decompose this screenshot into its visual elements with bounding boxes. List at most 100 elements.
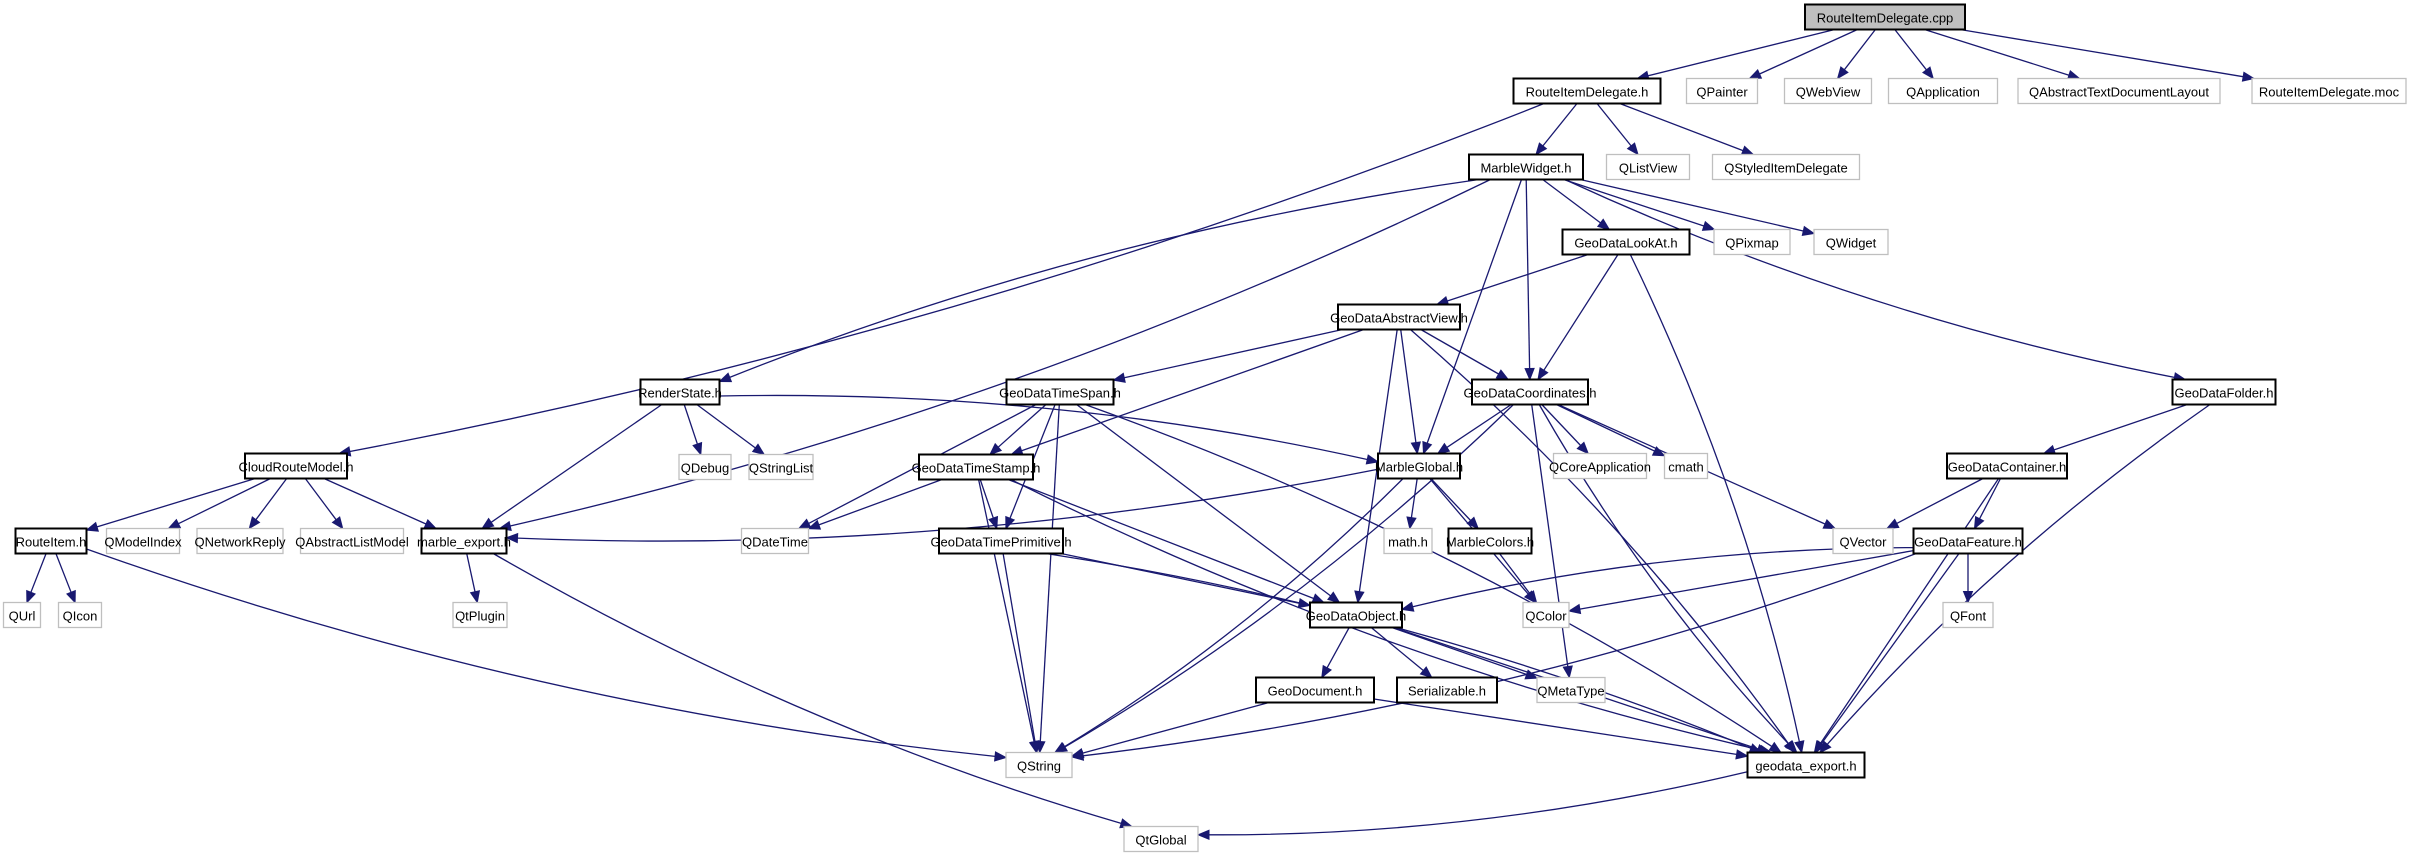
edge-geodatatimestamp-h-to-qstring [977,479,1035,742]
arrowhead-icon-geodatatimespan-h [1112,372,1126,383]
node-box [1512,77,1662,105]
arrowhead-icon-qstring [994,751,1008,762]
node-marblecolors-h[interactable]: MarbleColors.h [1446,527,1534,555]
node-qdatetime: QDateTime [740,527,810,555]
node-qnetworkreply: QNetworkReply [194,527,286,555]
node-box [1255,676,1375,704]
node-marblewidget-h[interactable]: MarbleWidget.h [1468,153,1584,181]
node-box [1605,153,1691,181]
node-label: MarbleGlobal.h [1375,460,1463,475]
arrowhead-icon-qicon [66,589,76,604]
node-label: RouteItem.h [16,535,87,550]
edge-geodataabstractview-h-to-marbleglobal-h [1400,329,1417,443]
edge-marblewidget-h-to-geodatacoordinates-h [1525,179,1531,369]
edge-geodatacoordinates-h-to-cmath [1556,403,1655,452]
node-geodatacoordinates-h[interactable]: GeoDataCoordinates.h [1464,378,1597,406]
node-routeitemdelegate-moc: RouteItemDelegate.moc [2251,77,2407,105]
node-geodatatimespan-h[interactable]: GeoDataTimeSpan.h [999,378,1121,406]
node-geodatacontainer-h[interactable]: GeoDataContainer.h [1946,452,2068,480]
arrowhead-icon-qpixmap [1701,220,1716,231]
edge-marble-export-h-to-qtglobal [492,552,1122,825]
node-qtglobal: QtGlobal [1123,825,1199,853]
node-box [1713,228,1791,256]
node-routeitemdelegate-h[interactable]: RouteItemDelegate.h [1512,77,1662,105]
node-routeitemdelegate-cpp[interactable]: RouteItemDelegate.cpp [1804,3,1966,31]
node-box [105,527,181,555]
edge-geodatatimestamp-h-to-qdatetime [818,478,943,526]
edge-marblewidget-h-to-marbleglobal-h [1426,179,1523,444]
node-geodatafolder-h[interactable]: GeoDataFolder.h [2171,378,2277,406]
edge-routeitem-h-to-qstring [86,548,996,758]
node-geodata-export-h[interactable]: geodata_export.h [1746,751,1866,779]
node-label: RouteItemDelegate.h [1526,85,1649,100]
arrowhead-icon-marbleglobal-h [1436,442,1451,455]
node-geodatatimestamp-h[interactable]: GeoDataTimeStamp.h [912,453,1041,481]
node-routeitem-h[interactable]: RouteItem.h [14,527,88,555]
node-box [1783,77,1873,105]
edge-geodatalookat-h-to-geodatacoordinates-h [1543,254,1619,371]
node-box [1663,452,1709,480]
node-cloudroutemodel-h[interactable]: CloudRouteModel.h [239,452,354,480]
node-qvector: QVector [1832,527,1894,555]
node-label: GeoDataTimeSpan.h [999,386,1121,401]
edge-renderstate-h-to-qdebug [683,404,699,445]
arrowhead-icon-geodatacoordinates-h [1537,366,1549,381]
arrowhead-icon-qnetworkreply [248,516,261,530]
arrowhead-icon-qstringlist [751,443,766,456]
arrowhead-icon-geodatatimeprimitive-h [1005,515,1016,530]
node-serializable-h[interactable]: Serializable.h [1396,676,1498,704]
node-qpainter: QPainter [1685,77,1759,105]
node-label: GeoDataLookAt.h [1574,236,1677,251]
node-label: geodata_export.h [1755,759,1856,774]
node-label: MarbleColors.h [1446,535,1534,550]
node-box [1552,452,1648,480]
edge-marblecolors-h-to-qcolor [1498,553,1531,595]
node-box [1942,601,1994,629]
arrowhead-icon-qstring [1029,740,1041,754]
arrowhead-icon-qapplication [1922,66,1935,80]
node-geodocument-h[interactable]: GeoDocument.h [1255,676,1375,704]
edge-marblewidget-h-to-qpixmap [1563,178,1705,227]
node-marbleglobal-h[interactable]: MarbleGlobal.h [1375,452,1463,480]
edge-geodatatimeprimitive-h-to-geodata-export-h [1045,552,1752,749]
node-label: GeoDataFeature.h [1914,535,2022,550]
node-qwidget: QWidget [1813,228,1889,256]
node-label: QMetaType [1537,684,1604,699]
arrowhead-icon-geodata-export-h [1735,749,1749,760]
arrowhead-icon-qmodelindex [167,518,182,530]
node-qabstracttextdocumentlayout: QAbstractTextDocumentLayout [2017,77,2221,105]
arrowhead-icon-qstyleditemdelegate [1740,145,1755,156]
arrowhead-icon-qvector [1885,518,1900,530]
node-geodatalookat-h[interactable]: GeoDataLookAt.h [1561,228,1691,256]
node-geodataabstractview-h[interactable]: GeoDataAbstractView.h [1330,303,1468,331]
arrowhead-icon-marbleglobal-h [1410,441,1421,455]
edge-marbleglobal-h-to-marblecolors-h [1430,478,1472,521]
node-label: marble_export.h [417,535,511,550]
node-qabstractlistmodel: QAbstractListModel [295,527,409,555]
node-box [1946,452,2068,480]
node-box [1912,527,2024,555]
node-renderstate-h[interactable]: RenderState.h [638,378,722,406]
node-marble-export-h[interactable]: marble_export.h [417,527,511,555]
node-box [2,601,42,629]
node-label: QAbstractTextDocumentLayout [2029,85,2209,100]
node-geodatafeature-h[interactable]: GeoDataFeature.h [1912,527,2024,555]
arrowhead-icon-geodata-export-h [1768,741,1783,754]
edge-marblewidget-h-to-qwidget [1580,178,1804,232]
edge-routeitemdelegate-h-to-qlistview [1596,103,1632,147]
node-geodatatimeprimitive-h[interactable]: GeoDataTimePrimitive.h [930,527,1072,555]
node-qlistview: QListView [1605,153,1691,181]
node-label: QStyledItemDelegate [1724,161,1848,176]
node-geodataobject-h[interactable]: GeoDataObject.h [1306,601,1406,629]
arrowhead-icon-marble-export-h [505,532,519,544]
arrowhead-icon-marblecolors-h [1466,516,1480,530]
node-box [1711,153,1861,181]
edge-routeitemdelegate-h-to-qstyleditemdelegate [1619,102,1744,152]
node-label: RouteItemDelegate.moc [2259,85,2400,100]
arrowhead-icon-qwidget [1801,225,1816,237]
edge-geodatacontainer-h-to-qvector [1896,477,1984,524]
arrowhead-icon-qvector [1822,519,1837,530]
node-label: cmath [1668,460,1703,475]
edge-geodatatimestamp-h-to-geodataobject-h [1007,478,1314,600]
edge-geodataobject-h-to-geodocument-h [1326,627,1350,669]
